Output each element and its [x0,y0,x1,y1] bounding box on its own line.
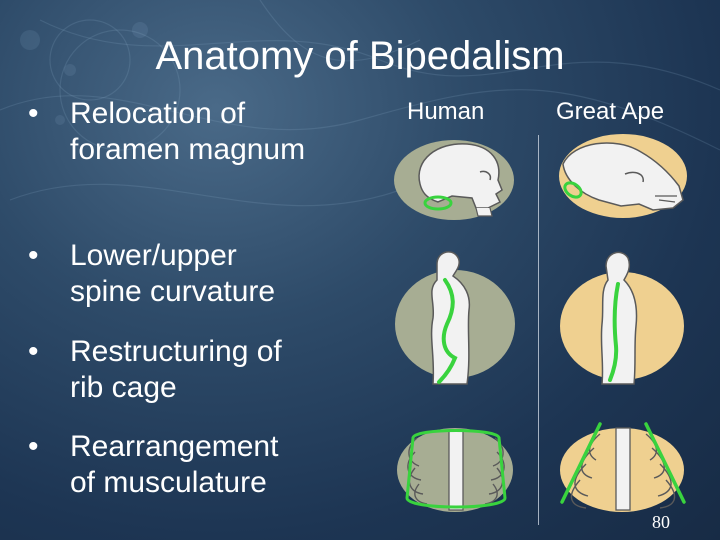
bullet-item: • Relocation of foramen magnum [28,96,305,168]
human-spine-figure [395,251,515,385]
bullet-glyph: • [28,335,39,368]
bullet-item: • Restructuring of rib cage [28,334,282,406]
column-divider [538,135,539,525]
ape-ribcage-figure [560,422,686,512]
bullet-text: Rearrangement of musculature [70,430,279,499]
bullet-text: Restructuring of rib cage [70,335,282,404]
ape-skull-figure [559,134,687,218]
column-label-ape: Great Ape [556,98,665,125]
bullet-text: Lower/upper spine curvature [70,239,276,308]
bullet-glyph: • [28,97,39,130]
slide-title: Anatomy of Bipedalism [155,34,565,78]
ape-spine-figure [560,251,684,385]
human-ribcage-figure [397,428,513,512]
bullet-item: • Rearrangement of musculature [28,429,278,501]
page-number: 80 [652,512,670,532]
bullet-glyph: • [28,430,39,463]
column-label-human: Human [407,98,485,125]
bullet-item: • Lower/upper spine curvature [28,238,275,310]
bullet-glyph: • [28,239,39,272]
human-skull-figure [394,140,514,220]
bullet-text: Relocation of foramen magnum [70,97,306,166]
